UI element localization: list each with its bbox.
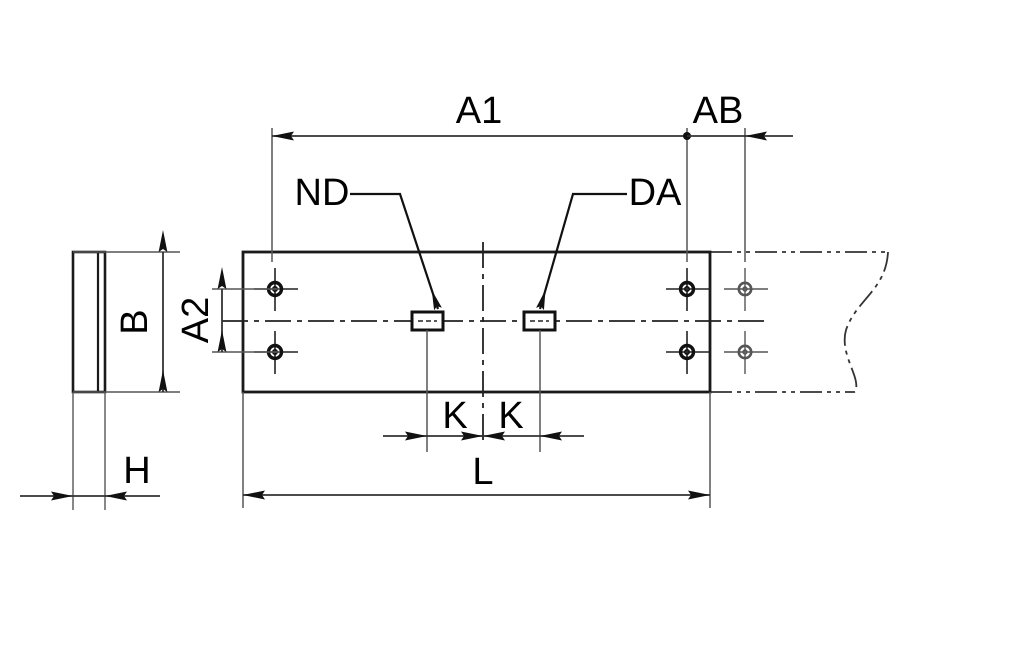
dimension-A1-arrow-left [272,131,294,141]
hole-lower-right [666,331,710,374]
hole-upper-right [666,268,710,311]
side-view [71,250,180,510]
adjoining-part-phantom-outline [710,251,889,393]
dimension-L-label: L [472,451,493,493]
dimension-K-right-outer-arrow [540,431,562,441]
dimension-K-pair: K K [383,330,584,452]
hole-outer-circle [737,344,753,360]
dimension-B-label: B [114,309,156,334]
callout-ND: ND [295,172,442,311]
callout-ND-label: ND [295,172,350,214]
dimension-A2: A2 [175,267,280,353]
dimension-K-left-inner-arrow [461,431,483,441]
hole-inner-circle [683,285,690,292]
dimension-AB-arrow [745,131,767,141]
dimension-AB: AB [687,90,793,262]
slot-left [410,310,445,332]
hole-inner-circle [742,349,748,355]
callout-DA-leader-line [536,192,627,311]
front-view-plate-outline [241,250,712,394]
dimension-H-arrow-right [105,491,127,501]
dimension-A1: A1 [271,90,691,262]
dimension-H-arrow-left [51,491,73,501]
callout-ND-leader-line [350,192,442,311]
dimension-A1-label: A1 [456,90,502,132]
hole-outer-circle [737,281,753,297]
hole-group-right [666,268,710,374]
dimension-L-arrow-left [243,490,265,500]
hole-inner-circle [683,348,690,355]
dimension-H: H [20,450,160,501]
dimension-K-left-label: K [442,395,467,437]
dimension-B: B [114,230,168,392]
callout-DA: DA [536,172,682,311]
dimension-H-label: H [123,450,150,492]
dimension-K-right-label: K [498,395,523,437]
dimension-AB-label: AB [693,90,744,132]
callout-DA-label: DA [629,172,682,214]
hole-inner-circle [742,286,748,292]
hole-outer-circle [678,280,696,298]
hole-upper-adjoining [724,268,768,311]
slot-right [522,310,557,332]
dimension-L-arrow-right [688,490,710,500]
dimension-A2-label: A2 [175,297,217,343]
dimension-L: L [242,392,711,508]
hole-outer-circle [678,343,696,361]
phantom-break-curve [843,251,889,393]
dimension-K-left-outer-arrow [405,431,427,441]
dimension-K-right-inner-arrow [483,431,505,441]
hole-group-adjoining [724,268,768,374]
hole-lower-adjoining [724,331,768,374]
